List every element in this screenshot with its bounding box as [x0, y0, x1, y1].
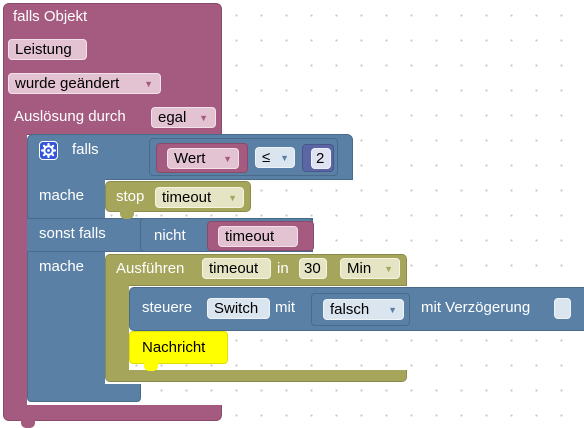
control-block[interactable]: steuere Switch mit falsch ▼ mit Verzöger…: [129, 287, 584, 331]
trigger-block-bottom-tab: [21, 420, 35, 428]
timeout-block[interactable]: Ausführen timeout in 30 Min ▼: [105, 254, 407, 382]
dropdown-arrow-icon: ▼: [384, 264, 393, 274]
trigger-label: Auslösung durch: [14, 108, 126, 125]
variable-block-timeout[interactable]: timeout: [207, 221, 314, 251]
boolean-block[interactable]: falsch ▼: [311, 293, 410, 326]
compare-block[interactable]: Wert ▼ ≤ ▼ 2: [149, 138, 338, 176]
dropdown-arrow-icon: ▼: [223, 154, 232, 164]
condition-dropdown-label: wurde geändert: [15, 75, 120, 92]
object-field-label: Leistung: [15, 41, 72, 58]
gear-icon[interactable]: [39, 141, 58, 160]
number-field-value: 2: [316, 150, 325, 167]
variable-dropdown-wert[interactable]: Wert ▼: [167, 148, 239, 169]
comment-block-tab: [144, 363, 158, 371]
not-block[interactable]: nicht timeout: [140, 218, 314, 252]
dropdown-arrow-icon: ▼: [144, 79, 153, 89]
dropdown-arrow-icon: ▼: [228, 193, 237, 203]
timeout-unit-dropdown[interactable]: Min ▼: [340, 258, 400, 279]
timeout-block-spine: [105, 285, 129, 375]
comment-block[interactable]: Nachricht: [129, 331, 228, 371]
timeout-duration-field-value: 30: [304, 260, 321, 277]
trigger-block-footer: [3, 405, 222, 421]
control-delay-label: mit Verzögerung: [421, 299, 531, 316]
stop-block-tab: [120, 211, 134, 219]
stop-timer-dropdown-label: timeout: [162, 189, 212, 206]
if-block-footer: [27, 384, 141, 402]
timeout-block-footer: [105, 370, 407, 382]
dropdown-arrow-icon: ▼: [199, 113, 208, 123]
timeout-run-label: Ausführen: [116, 260, 185, 277]
condition-dropdown[interactable]: wurde geändert ▼: [8, 73, 161, 94]
dropdown-arrow-icon: ▼: [280, 153, 289, 163]
timeout-timer-field-label: timeout: [209, 260, 259, 277]
else-if-label: sonst falls: [39, 225, 106, 242]
timeout-unit-dropdown-label: Min: [347, 260, 372, 277]
stop-label: stop: [116, 188, 145, 205]
number-block[interactable]: 2: [302, 144, 334, 172]
if-label: falls: [72, 141, 99, 158]
boolean-value-dropdown-label: falsch: [330, 301, 370, 318]
trigger-block-title: falls Objekt: [13, 8, 88, 25]
delay-checkbox[interactable]: [554, 298, 571, 319]
variable-field-timeout-label: timeout: [225, 228, 275, 245]
do-label: mache: [39, 187, 85, 204]
timeout-timer-field[interactable]: timeout: [202, 258, 271, 279]
control-label: steuere: [142, 299, 193, 316]
stop-timer-dropdown[interactable]: timeout ▼: [155, 187, 244, 208]
number-field[interactable]: 2: [311, 148, 331, 169]
trigger-dropdown[interactable]: egal ▼: [151, 107, 216, 128]
trigger-block[interactable]: falls Objekt Leistung wurde geändert ▼ A…: [3, 3, 222, 428]
boolean-value-dropdown[interactable]: falsch ▼: [323, 299, 404, 320]
control-target-field[interactable]: Switch: [207, 298, 270, 319]
trigger-block-spine: [3, 134, 27, 410]
stop-timeout-block[interactable]: stop timeout ▼: [105, 181, 251, 219]
not-label: nicht: [154, 227, 186, 244]
do2-label: mache: [39, 258, 85, 275]
control-target-field-label: Switch: [214, 300, 259, 317]
if-spine: [27, 179, 105, 394]
operator-dropdown-label: ≤: [262, 149, 271, 166]
control-with-label: mit: [275, 299, 295, 316]
timeout-in-label: in: [277, 260, 289, 277]
object-field[interactable]: Leistung: [8, 39, 87, 60]
timeout-duration-field[interactable]: 30: [299, 258, 327, 279]
operator-dropdown[interactable]: ≤ ▼: [255, 147, 295, 168]
trigger-dropdown-label: egal: [158, 109, 187, 126]
variable-block-wert[interactable]: Wert ▼: [156, 143, 248, 173]
variable-field-timeout[interactable]: timeout: [218, 226, 298, 247]
variable-dropdown-wert-label: Wert: [174, 150, 206, 167]
comment-text: Nachricht: [142, 339, 206, 356]
dropdown-arrow-icon: ▼: [388, 305, 397, 315]
